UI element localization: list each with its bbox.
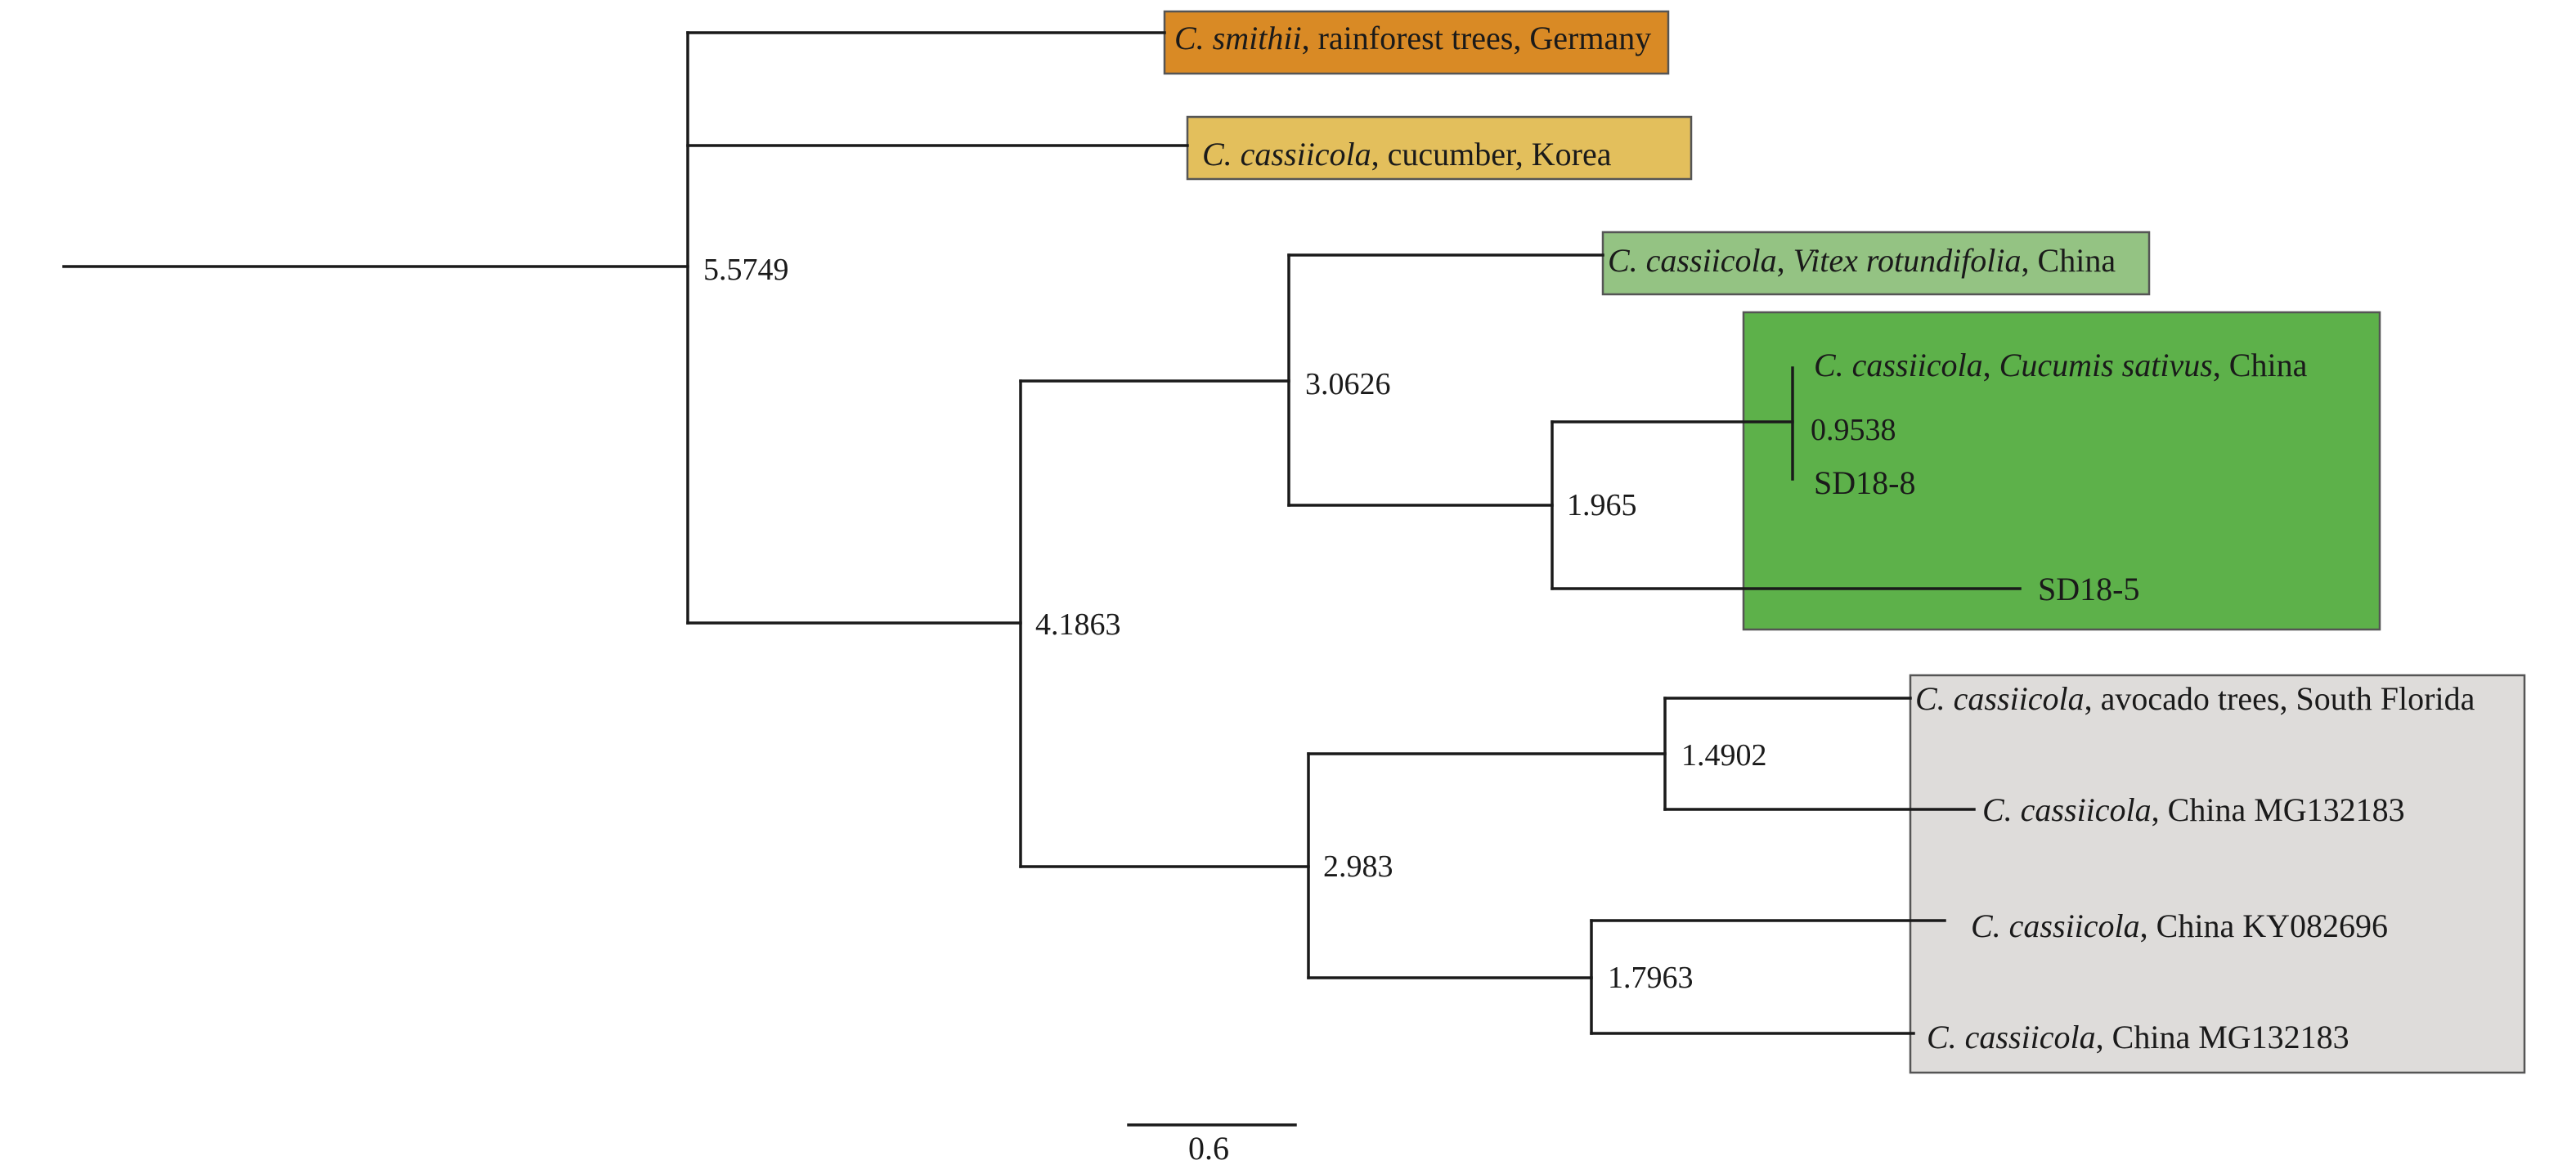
tip-label-china-mg1: C. cassiicola, China MG132183 — [1982, 791, 2405, 828]
clade-box-florida — [1909, 674, 2526, 1074]
node-value-n1: 4.1863 — [1035, 607, 1121, 642]
tip-label-china-mg2: C. cassiicola, China MG132183 — [1927, 1019, 2349, 1055]
node-value-root: 5.5749 — [703, 253, 789, 287]
clade-box-korea — [1186, 115, 1693, 181]
clade-box-smithii — [1163, 10, 1670, 75]
tip-label-vitex: C. cassiicola, Vitex rotundifolia, China — [1608, 242, 2116, 279]
tip-label-korea: C. cassiicola, cucumber, Korea — [1202, 136, 1612, 173]
clade-box-vitex — [1601, 231, 2151, 296]
node-value-n6: 1.4902 — [1681, 738, 1767, 773]
tip-label-sd18-5: SD18-5 — [2038, 571, 2139, 607]
tip-label-avocado: C. cassiicola, avocado trees, South Flor… — [1915, 680, 2475, 717]
tip-label-sd18-8: SD18-8 — [1814, 464, 1915, 501]
node-value-n2: 3.0626 — [1305, 367, 1391, 401]
node-value-n4: 0.9538 — [1811, 413, 1896, 447]
tip-label-smithii: C. smithii, rainforest trees, Germany — [1174, 20, 1651, 56]
node-value-n3: 1.965 — [1567, 488, 1637, 522]
tip-label-china-ky: C. cassiicola, China KY082696 — [1971, 907, 2388, 944]
clade-box-china — [1742, 311, 2381, 631]
tip-label-cucumis: C. cassiicola, Cucumis sativus, China — [1814, 347, 2308, 383]
node-value-n7: 1.7963 — [1608, 961, 1694, 995]
node-value-n5: 2.983 — [1323, 849, 1393, 884]
scale-bar-label: 0.6 — [1188, 1130, 1229, 1165]
tree-branches — [62, 31, 2022, 1035]
